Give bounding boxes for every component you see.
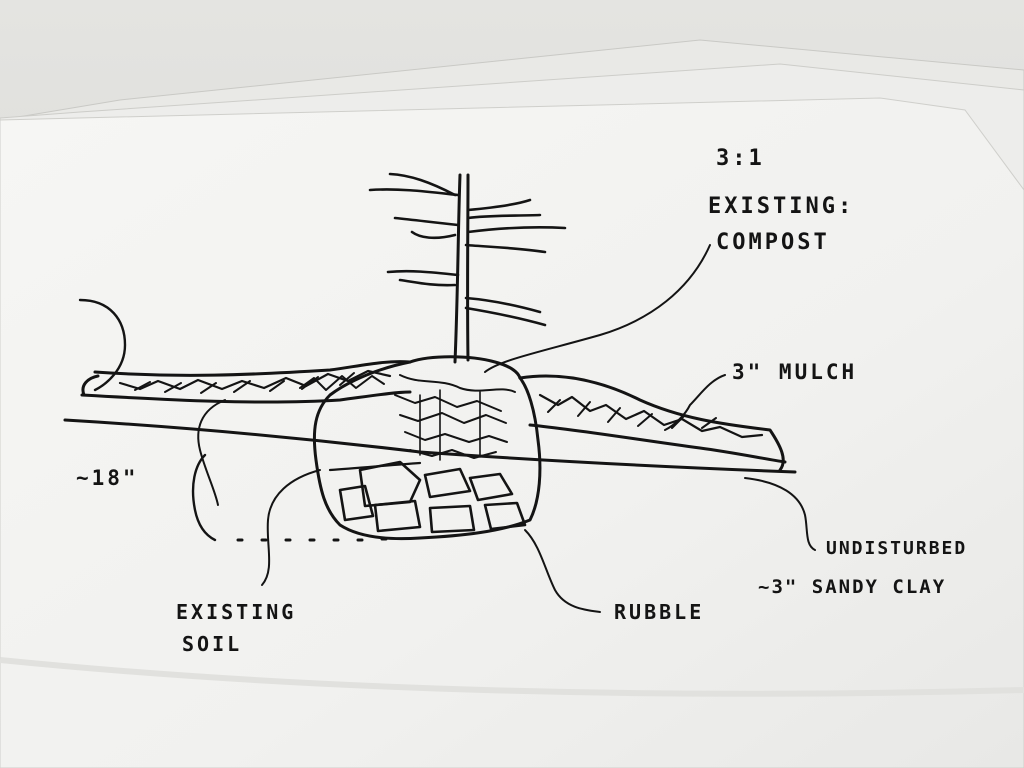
compost-label-line1: EXISTING: — [708, 194, 855, 219]
ink-drawing — [63, 172, 816, 613]
mound-top — [408, 355, 522, 380]
depth-bracket-line — [197, 399, 226, 506]
mulch-right-top — [518, 374, 785, 472]
tree-branch — [386, 269, 460, 277]
tree-trunk — [453, 173, 462, 364]
rubble-block — [423, 467, 472, 499]
tree-branch — [466, 198, 532, 212]
rubble-leader — [524, 529, 601, 613]
depth-bracket — [191, 453, 217, 542]
undisturbed-leader — [744, 477, 816, 551]
tree-branch — [393, 216, 460, 227]
rubble-block — [373, 499, 422, 533]
existing-soil-label-line1: EXISTING — [176, 600, 297, 624]
mulch-left-top — [93, 360, 412, 377]
rubble-block — [358, 460, 422, 508]
tree-branch — [466, 225, 567, 234]
rubble-block — [428, 504, 476, 534]
rubble-block — [338, 484, 375, 522]
compost-leader — [484, 244, 711, 373]
mulch-right-hatch — [538, 393, 764, 439]
tree-branch — [464, 296, 542, 314]
paper-fold — [0, 657, 1024, 697]
existing-soil-label-line2: SOIL — [182, 632, 243, 656]
tree-branch — [368, 188, 460, 197]
rubble-block — [483, 501, 527, 531]
mulch-leader — [664, 374, 726, 431]
undisturbed-label-line1: UNDISTURBED — [826, 538, 968, 559]
mulch-right-bottom — [528, 423, 787, 464]
undisturbed-label-line2: ~3" SANDY CLAY — [758, 576, 947, 598]
ratio-label: 3:1 — [716, 146, 765, 171]
mulch-left-bottom — [80, 390, 412, 404]
mulch-label: 3" MULCH — [732, 360, 858, 384]
existing-soil-leader — [261, 469, 321, 586]
rubble-block — [468, 472, 514, 502]
front-sheet — [0, 97, 1024, 768]
rubble-label: RUBBLE — [614, 600, 705, 624]
left-mulch-hook — [78, 298, 127, 392]
depth-label: ~18" — [76, 466, 139, 490]
depth-dotted-line — [236, 537, 388, 542]
root-lines — [419, 389, 481, 461]
compost-label-line2: COMPOST — [716, 230, 830, 255]
